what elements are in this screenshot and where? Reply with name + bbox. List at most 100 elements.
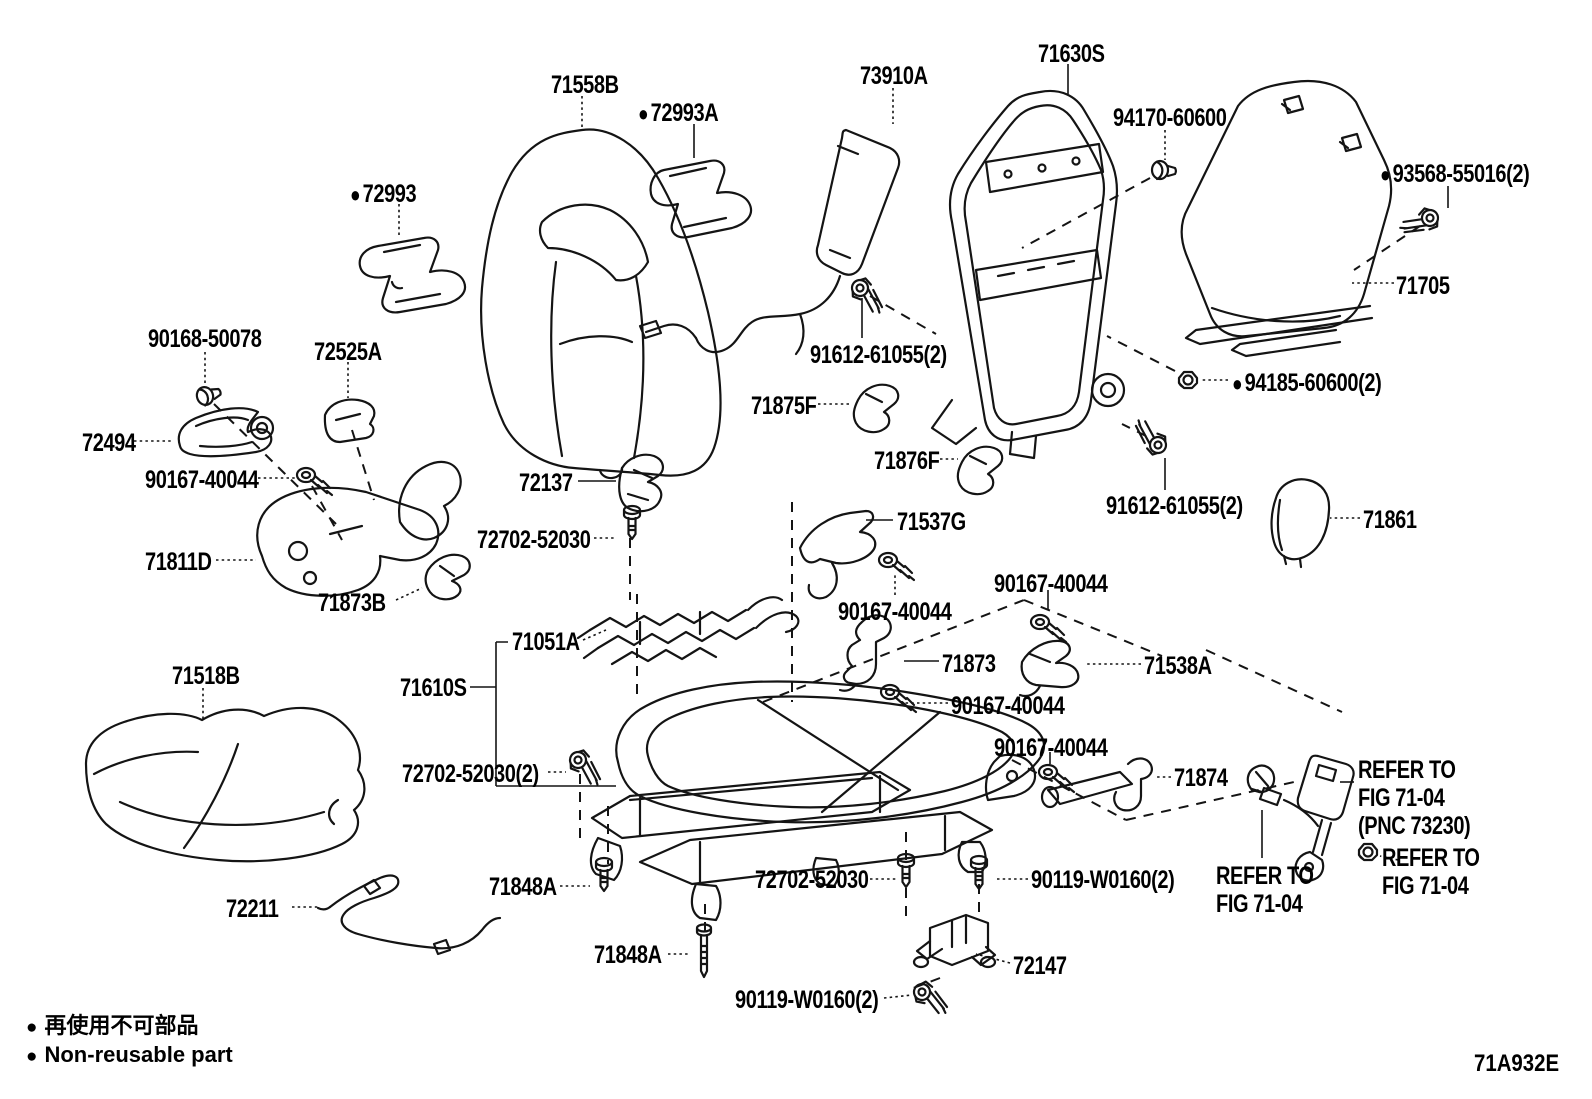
seat-back-frame-drawing	[932, 91, 1124, 458]
part-number-text: 72525A	[314, 338, 382, 366]
part-number-text: 90167-40044	[994, 734, 1108, 762]
part-number-text: 71518B	[172, 662, 240, 690]
part-number-text: 71630S	[1038, 40, 1105, 68]
part-label-90119-W0160-2-a: 90119-W0160(2)	[1031, 866, 1175, 894]
non-reusable-bullet-icon: ●	[26, 1017, 38, 1038]
part-number-text: 72137	[519, 469, 573, 497]
cover-72137-drawing	[619, 455, 663, 511]
part-label-91612-61055-2-a: 91612-61055(2)	[810, 341, 947, 369]
part-label-line: REFER TO	[1358, 756, 1456, 784]
clip-72525A-drawing	[325, 400, 374, 442]
seat-back-board-drawing	[1182, 81, 1391, 356]
legend: ● 再使用不可部品 ●Non-reusable part	[26, 1012, 233, 1070]
part-label-73910A: 73910A	[860, 62, 928, 90]
hook-71875F-drawing	[854, 385, 898, 432]
part-number-text: 71051A	[512, 628, 580, 656]
part-label-71874: 71874	[1174, 764, 1228, 792]
part-label-72993: ●72993	[350, 180, 417, 209]
bolt-72702-icon	[563, 745, 610, 789]
part-number-text: 90119-W0160(2)	[1031, 866, 1175, 894]
part-number-text: 71876F	[874, 447, 940, 475]
non-reusable-bullet-icon: ●	[1380, 162, 1391, 187]
part-label-72147: 72147	[1013, 952, 1067, 980]
part-number-text: 90168-50078	[148, 325, 262, 353]
nut-buckle-icon	[1357, 842, 1379, 862]
part-number-text: 90167-40044	[994, 570, 1108, 598]
bracket-71873-drawing	[840, 615, 891, 690]
part-label-71875F: 71875F	[751, 392, 817, 420]
part-label-90167-40044-a: 90167-40044	[145, 466, 259, 494]
seat-adjuster-frame-drawing	[591, 682, 1044, 921]
part-label-71873B: 71873B	[318, 589, 386, 617]
part-label-line: FIG 71-04	[1382, 872, 1469, 900]
legend-item-en: ●Non-reusable part	[26, 1041, 233, 1070]
part-label-71848A-b: 71848A	[594, 941, 662, 969]
part-number-text: 72993	[362, 180, 417, 208]
part-number-text: 71848A	[594, 941, 662, 969]
part-number-text: 73910A	[860, 62, 928, 90]
part-label-71876F: 71876F	[874, 447, 940, 475]
cushion-shield-drawing	[257, 462, 460, 596]
bracket-71538A-drawing	[1020, 641, 1078, 696]
legend-item-jp: ● 再使用不可部品	[26, 1012, 233, 1041]
part-label-71538A: 71538A	[1144, 652, 1212, 680]
part-label-72702-52030-a: 72702-52030	[477, 526, 591, 554]
part-number-text: 71558B	[551, 71, 619, 99]
part-number-text: 94185-60600(2)	[1244, 369, 1382, 397]
seat-belt-buckle-drawing	[1248, 756, 1354, 881]
part-number-text: 71873B	[318, 589, 386, 617]
strap-72993A-drawing	[651, 161, 751, 238]
part-number-text: 93568-55016(2)	[1392, 160, 1530, 188]
part-number-text: 90119-W0160(2)	[735, 986, 879, 1014]
part-label-line: FIG 71-04	[1216, 890, 1303, 918]
part-number-text: 71610S	[400, 674, 467, 702]
cushion-wire-drawing	[318, 876, 500, 954]
part-number-text: 91612-61055(2)	[1106, 492, 1243, 520]
part-label-71873: 71873	[942, 650, 996, 678]
non-reusable-bullet-icon: ●	[350, 182, 361, 207]
bracket-72147-drawing	[914, 915, 995, 967]
part-label-94185-60600-2: ●94185-60600(2)	[1232, 369, 1382, 398]
part-label-90168-50078: 90168-50078	[148, 325, 262, 353]
non-reusable-bullet-icon: ●	[638, 101, 649, 126]
part-label-72137: 72137	[519, 469, 573, 497]
part-label-71848A-a: 71848A	[489, 873, 557, 901]
part-number-text: 71875F	[751, 392, 817, 420]
part-number-text: 71811D	[145, 548, 212, 576]
legend-text-en: Non-reusable part	[44, 1042, 233, 1067]
part-number-text: 71538A	[1144, 652, 1212, 680]
reclining-handle-drawing	[179, 408, 273, 456]
bolt-91612b-icon	[1126, 416, 1173, 460]
screw-90167c-icon	[1029, 613, 1068, 644]
part-label-71558B: 71558B	[551, 71, 619, 99]
part-number-text: 72211	[226, 895, 279, 923]
part-label-71537G: 71537G	[897, 508, 966, 536]
part-label-71518B: 71518B	[172, 662, 240, 690]
bolt-71848A-long-icon	[695, 923, 713, 979]
bracket-71873B-drawing	[426, 555, 470, 600]
part-label-line: REFER TO	[1216, 862, 1314, 890]
grommet-94170-icon	[1150, 159, 1177, 181]
side-airbag-drawing	[640, 130, 899, 354]
part-label-72525A: 72525A	[314, 338, 382, 366]
part-label-94170-60600: 94170-60600	[1113, 104, 1227, 132]
part-label-72702-52030-b: 72702-52030	[755, 866, 869, 894]
part-label-90167-40044-c: 90167-40044	[994, 570, 1108, 598]
hook-71874-drawing	[1042, 758, 1152, 810]
part-label-90167-40044-b: 90167-40044	[838, 598, 952, 626]
part-label-72211: 72211	[226, 895, 279, 923]
legend-text-jp: 再使用不可部品	[44, 1013, 199, 1038]
bracket-71537G-drawing	[800, 511, 875, 598]
part-label-93568-55016-2: ●93568-55016(2)	[1380, 160, 1530, 189]
part-label-line: FIG 71-04	[1358, 784, 1445, 812]
part-label-90167-40044-d: 90167-40044	[951, 692, 1065, 720]
part-number-text: 90167-40044	[951, 692, 1065, 720]
figure-code: 71A932E	[1474, 1050, 1560, 1077]
part-label-71811D: 71811D	[145, 548, 212, 576]
part-number-text: 90167-40044	[838, 598, 952, 626]
screw-93568-icon	[1397, 202, 1444, 246]
part-label-line: REFER TO	[1382, 844, 1480, 872]
